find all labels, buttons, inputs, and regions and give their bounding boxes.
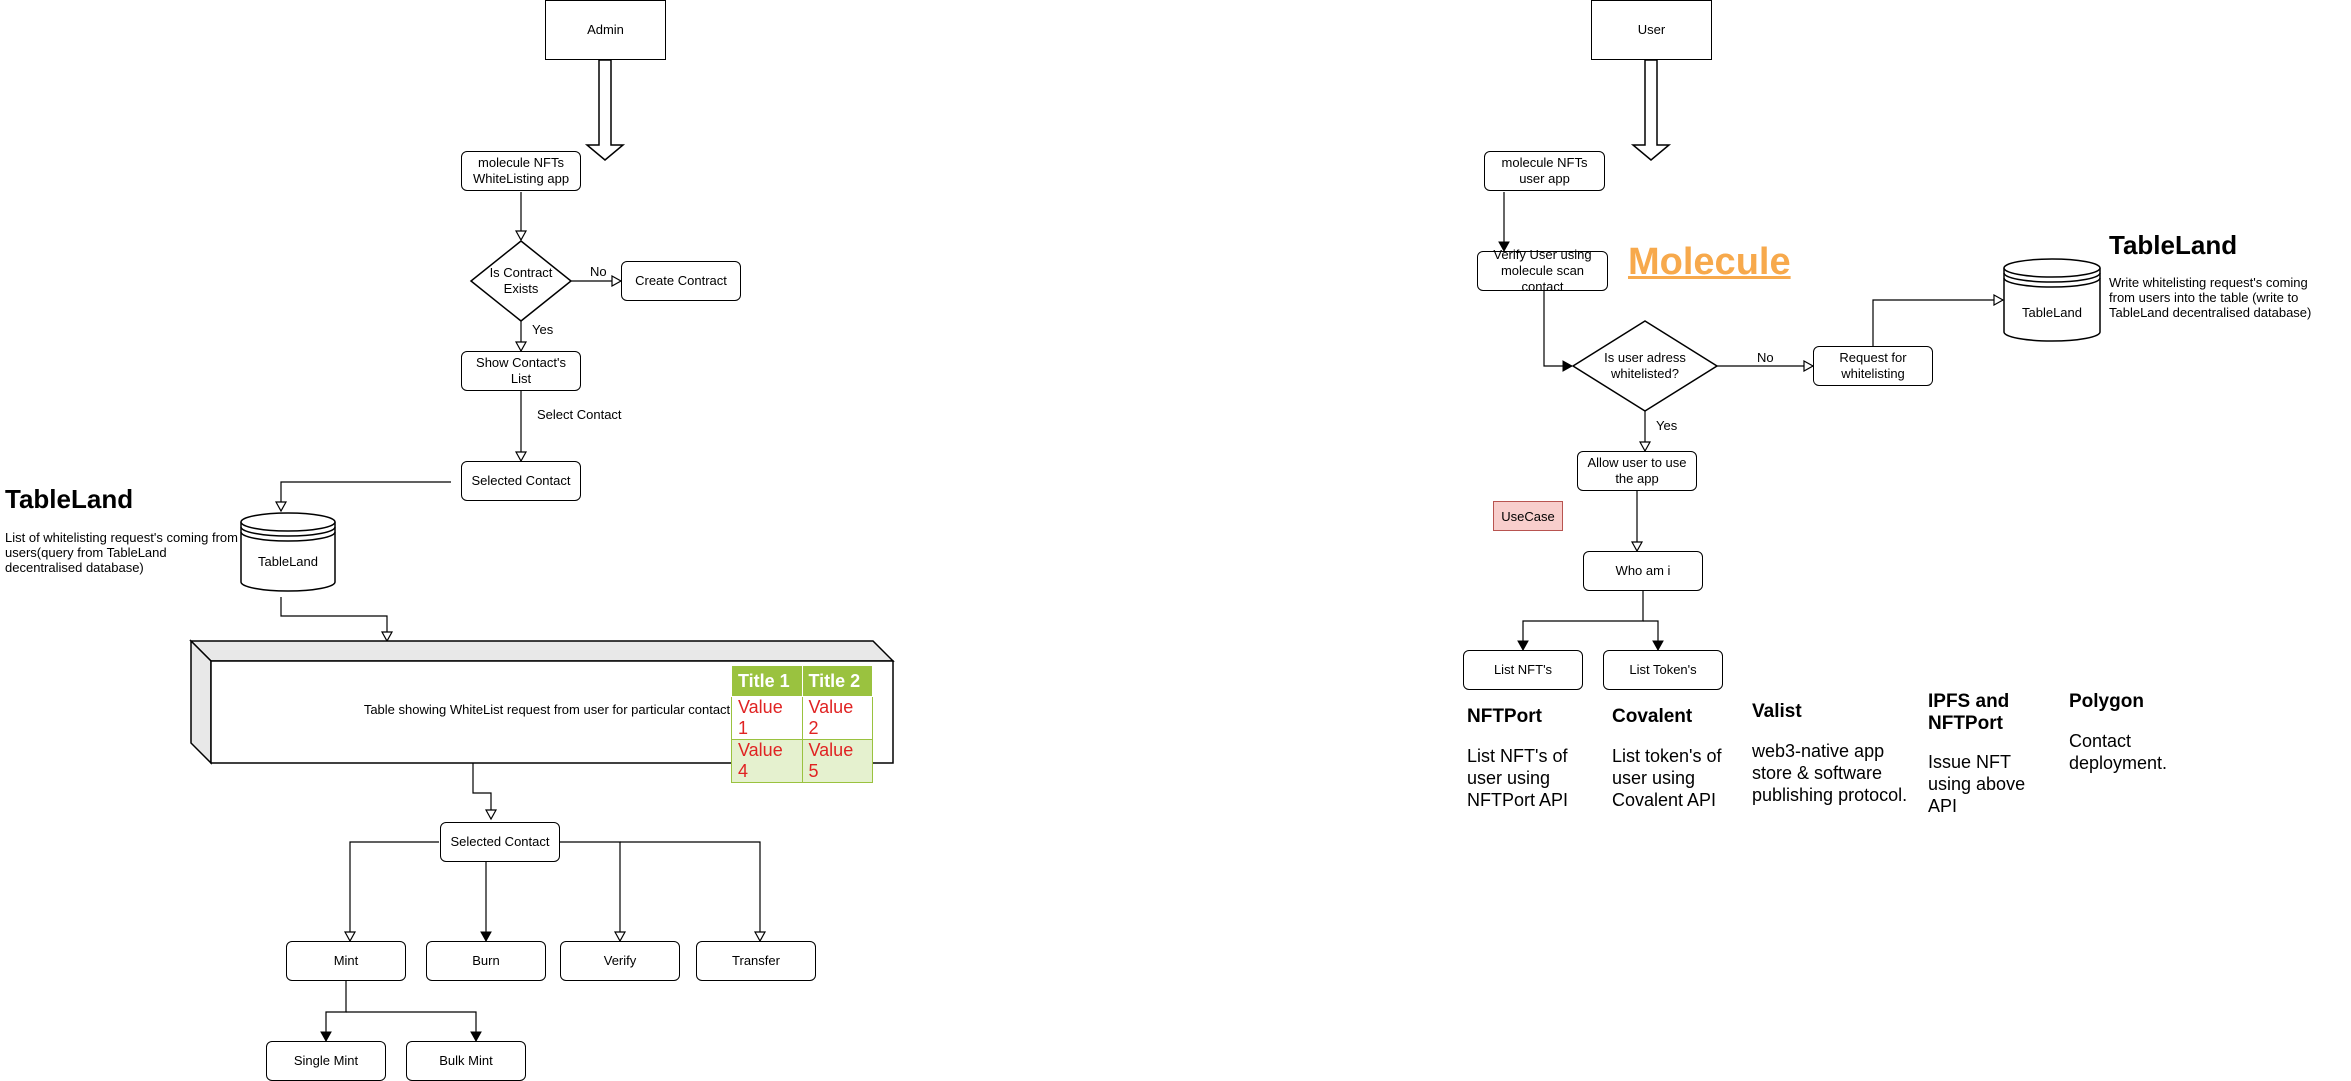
- transfer-node[interactable]: Transfer: [696, 941, 816, 981]
- admin-decision-diamond: [469, 240, 573, 322]
- admin-tableland-heading: TableLand: [5, 484, 134, 514]
- covalent-title: Covalent: [1612, 706, 1693, 727]
- edge-who-to-tokens: [1643, 620, 1664, 652]
- table-cell: Value 5: [801, 739, 873, 783]
- who-am-i-node[interactable]: Who am i: [1583, 551, 1703, 591]
- admin-db-cylinder: [240, 512, 336, 592]
- table-header: Title 2: [801, 665, 873, 697]
- ipfs-nftport-title: IPFS and NFTPort: [1928, 691, 2010, 734]
- edge-table-to-selected2: [472, 763, 491, 819]
- edge-selected-to-db: [281, 481, 451, 511]
- admin-big-arrow: [584, 59, 626, 161]
- admin-tableland-db[interactable]: TableLand: [258, 554, 318, 569]
- burn-node[interactable]: Burn: [426, 941, 546, 981]
- molecule-title: Molecule: [1628, 241, 1791, 283]
- table-cell: Value 2: [801, 696, 873, 740]
- nftport-title: NFTPort: [1467, 706, 1542, 727]
- edge-selected2-to-mint: [350, 841, 439, 941]
- user-tableland-description: Write whitelisting request's coming from…: [2109, 275, 2312, 320]
- edge-who-to-nfts: [1517, 591, 1644, 652]
- bulk-mint-node[interactable]: Bulk Mint: [406, 1041, 526, 1081]
- table-row: Value 4 Value 5: [731, 739, 873, 783]
- table-row: Value 1 Value 2: [731, 696, 873, 740]
- table-cell: Value 4: [731, 739, 803, 783]
- verify-user-node[interactable]: Verify User using molecule scan contact: [1477, 247, 1608, 294]
- covalent-body: List token's of user using Covalent API: [1612, 746, 1722, 810]
- whitelist-table: Title 1 Title 2 Value 1 Value 2 Value 4 …: [731, 665, 873, 783]
- user-no-label: No: [1757, 350, 1774, 365]
- table-header: Title 1: [731, 665, 803, 697]
- list-tokens-node[interactable]: List Token's: [1603, 650, 1723, 690]
- mint-node[interactable]: Mint: [286, 941, 406, 981]
- select-contact-label: Select Contact: [537, 407, 622, 422]
- admin-tableland-description: List of whitelisting request's coming fr…: [5, 530, 238, 575]
- allow-user-node[interactable]: Allow user to use the app: [1577, 451, 1697, 491]
- edge-selected2-to-transfer: [620, 841, 760, 941]
- yes-label: Yes: [532, 322, 554, 337]
- edge-selected2-to-verify: [559, 841, 620, 941]
- show-contacts-node[interactable]: Show Contact's List: [461, 351, 581, 391]
- user-big-arrow: [1630, 59, 1672, 161]
- edge-db-to-table: [280, 597, 387, 641]
- user-tableland-db[interactable]: TableLand: [2022, 305, 2082, 320]
- edge-request-to-db: [1872, 300, 2003, 346]
- edge-mint-to-single: [320, 981, 347, 1043]
- user-app-node[interactable]: molecule NFTs user app: [1484, 151, 1605, 191]
- selected-contact-2-node[interactable]: Selected Contact: [440, 822, 560, 862]
- no-label: No: [590, 264, 607, 279]
- valist-title: Valist: [1752, 701, 1802, 722]
- create-contract-node[interactable]: Create Contract: [621, 261, 741, 301]
- request-whitelisting-node[interactable]: Request for whitelisting: [1813, 346, 1933, 386]
- verify-node[interactable]: Verify: [560, 941, 680, 981]
- selected-contact-node[interactable]: Selected Contact: [461, 461, 581, 501]
- edge-mint-to-bulk: [346, 1011, 482, 1043]
- list-nfts-node[interactable]: List NFT's: [1463, 650, 1583, 690]
- single-mint-node[interactable]: Single Mint: [266, 1041, 386, 1081]
- polygon-body: Contact deployment.: [2069, 731, 2168, 773]
- edge-verify-to-decision: [1543, 291, 1574, 372]
- usecase-badge: UseCase: [1493, 501, 1563, 531]
- user-yes-label: Yes: [1656, 418, 1678, 433]
- user-tableland-heading: TableLand: [2109, 230, 2238, 260]
- admin-node[interactable]: Admin: [545, 0, 666, 60]
- nftport-body: List NFT's of user using NFTPort API: [1467, 746, 1569, 810]
- valist-body: web3-native app store & software publish…: [1752, 741, 1908, 805]
- table-cell: Value 1: [731, 696, 803, 740]
- contract-exists-decision[interactable]: Is Contract Exists: [489, 265, 553, 296]
- user-node[interactable]: User: [1591, 0, 1712, 60]
- user-db-cylinder: [2003, 258, 2101, 342]
- user-whitelisted-decision[interactable]: Is user adress whitelisted?: [1604, 350, 1686, 381]
- admin-app-node[interactable]: molecule NFTs WhiteListing app: [461, 151, 581, 191]
- polygon-title: Polygon: [2069, 691, 2144, 712]
- table-caption: Table showing WhiteList request from use…: [363, 702, 731, 717]
- ipfs-nftport-body: Issue NFT using above API: [1928, 752, 2026, 816]
